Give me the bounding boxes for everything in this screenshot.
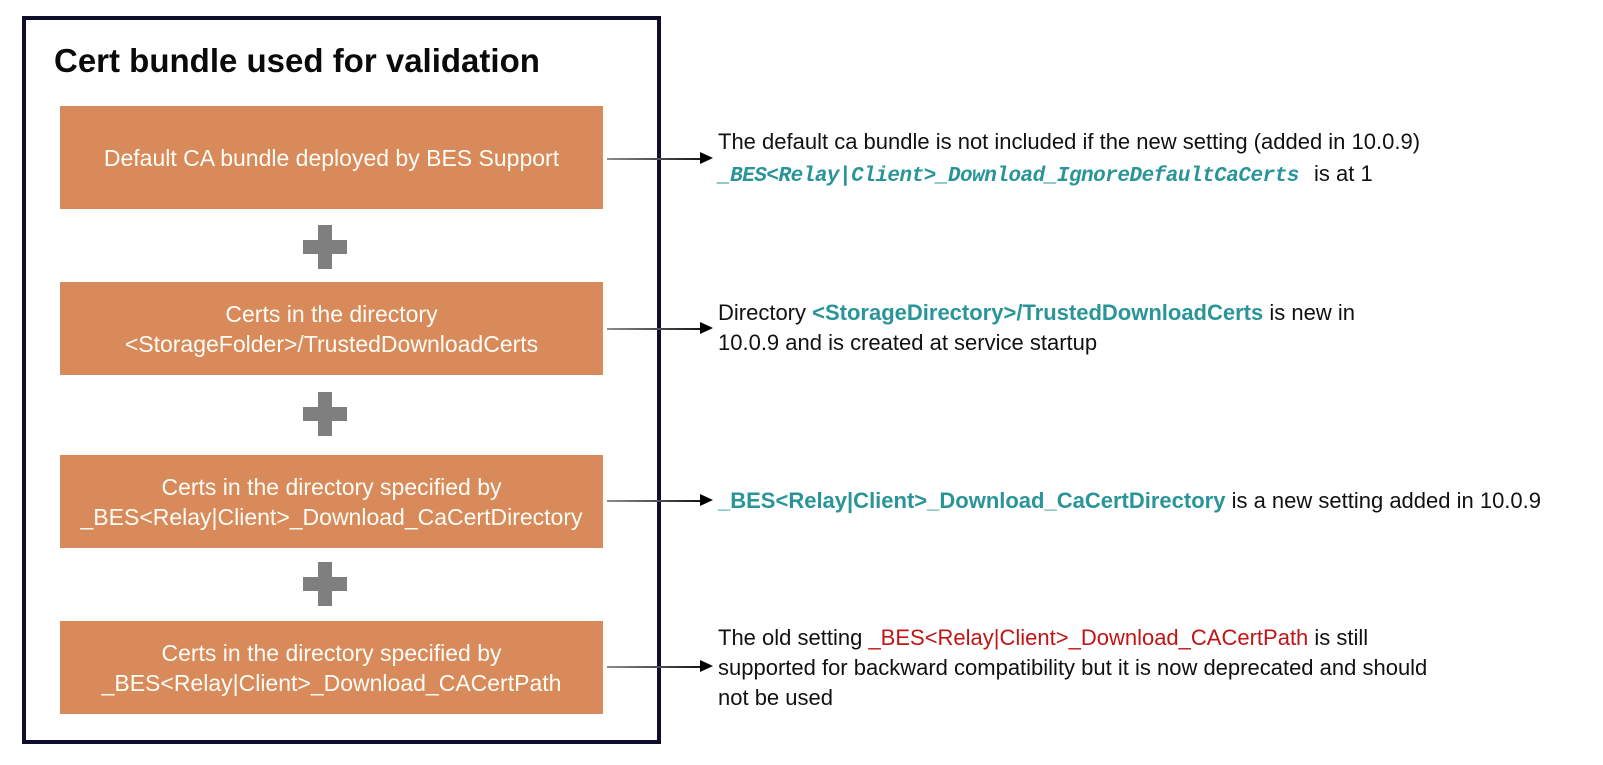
connector-arrow	[607, 494, 713, 506]
annotation-trusted-download-certs: Directory <StorageDirectory>/TrustedDown…	[718, 298, 1355, 358]
plus-icon	[303, 562, 347, 606]
annotation-text: supported for backward compatibility but…	[718, 655, 1428, 680]
cert-box-label: <StorageFolder>/TrustedDownloadCerts	[124, 330, 539, 357]
cert-box-label: _BES<Relay|Client>_Download_CaCertDirect…	[80, 503, 583, 530]
annotation-text: 10.0.9 and is created at service startup	[718, 330, 1098, 355]
cert-box-cacert-directory: Certs in the directory specified by _BES…	[60, 455, 603, 548]
annotation-text: The old setting	[718, 625, 869, 650]
cert-box-label: _BES<Relay|Client>_Download_CACertPath	[101, 669, 562, 696]
annotation-line: _BES<Relay|Client>_Download_IgnoreDefaul…	[718, 158, 1420, 193]
annotation-text: is new in	[1263, 300, 1355, 325]
annotation-text: Directory	[718, 300, 813, 325]
cert-box-trusted-download-certs: Certs in the directory <StorageFolder>/T…	[60, 282, 603, 375]
setting-name-cacert-path: _BES<Relay|Client>_Download_CACertPath	[868, 625, 1309, 650]
setting-name-cacert-directory: _BES<Relay|Client>_Download_CaCertDirect…	[718, 488, 1226, 513]
annotation-cacert-path-deprecated: The old setting _BES<Relay|Client>_Downl…	[718, 623, 1427, 713]
annotation-text: The default ca bundle is not included if…	[718, 129, 1421, 154]
annotation-line: 10.0.9 and is created at service startup	[718, 328, 1355, 358]
diagram-title: Cert bundle used for validation	[54, 42, 540, 79]
annotation-line: The default ca bundle is not included if…	[718, 126, 1420, 158]
annotation-text: is a new setting added in 10.0.9	[1225, 488, 1542, 513]
plus-icon	[303, 225, 347, 269]
plus-icon	[303, 392, 347, 436]
directory-name-trusted-download-certs: <StorageDirectory>/TrustedDownloadCerts	[812, 300, 1264, 325]
annotation-text: not be used	[718, 685, 833, 710]
cert-box-cacert-path: Certs in the directory specified by _BES…	[60, 621, 603, 714]
annotation-cacert-directory: _BES<Relay|Client>_Download_CaCertDirect…	[718, 486, 1541, 516]
annotation-line: supported for backward compatibility but…	[718, 653, 1427, 683]
cert-box-label: Default CA bundle deployed by BES Suppor…	[103, 144, 560, 171]
connector-arrow	[607, 152, 713, 164]
setting-name-ignore-default-cacerts: _BES<Relay|Client>_Download_IgnoreDefaul…	[718, 165, 1299, 188]
annotation-line: not be used	[718, 683, 1427, 713]
annotation-line: Directory <StorageDirectory>/TrustedDown…	[718, 298, 1355, 328]
annotation-default-ca-bundle: The default ca bundle is not included if…	[718, 126, 1420, 193]
cert-box-label: Certs in the directory	[225, 300, 438, 327]
cert-box-default-ca-bundle: Default CA bundle deployed by BES Suppor…	[60, 106, 603, 209]
cert-box-label: Certs in the directory specified by	[161, 473, 502, 500]
cert-box-label: Certs in the directory specified by	[161, 639, 502, 666]
connector-arrow	[607, 660, 713, 672]
annotation-line: The old setting _BES<Relay|Client>_Downl…	[718, 623, 1427, 653]
connector-arrow	[607, 322, 713, 334]
annotation-text: is at 1	[1314, 161, 1373, 186]
annotation-text: is still	[1308, 625, 1369, 650]
annotation-line: _BES<Relay|Client>_Download_CaCertDirect…	[718, 486, 1541, 516]
